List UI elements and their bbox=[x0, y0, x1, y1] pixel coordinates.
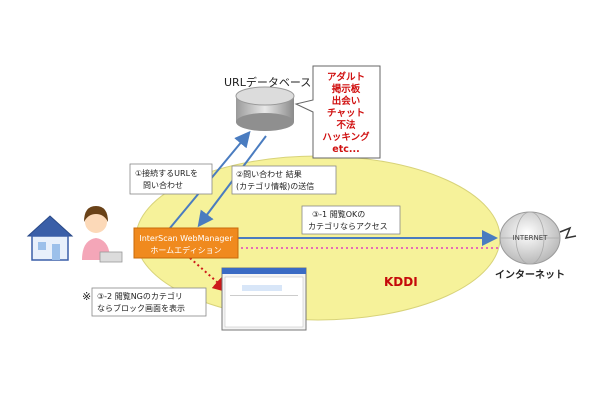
house-icon bbox=[26, 215, 74, 261]
block-screen-arrow bbox=[189, 257, 229, 293]
step3-1-box bbox=[301, 205, 401, 235]
step2-line2: (カテゴリ情報)の送信 bbox=[236, 181, 314, 191]
step3-2-box bbox=[91, 287, 207, 317]
step3-2-line2: ならブロック画面を表示 bbox=[97, 303, 185, 313]
kddi-label: KDDI bbox=[384, 275, 418, 289]
step3-2-line1: ③-2 閲覧NGのカテゴリ bbox=[97, 291, 183, 301]
categories-list: アダルト 掲示板 出会い チャット 不法 ハッキング etc... bbox=[322, 71, 370, 155]
url-database-icon bbox=[235, 86, 295, 131]
block-screen-window-icon bbox=[221, 267, 307, 331]
url-database-label: URLデータベース bbox=[224, 75, 311, 89]
category-item: 不法 bbox=[336, 119, 356, 131]
note-mark: ※ bbox=[82, 290, 91, 303]
category-item: ハッキング bbox=[322, 131, 370, 143]
product-name: InterScan WebManager bbox=[139, 234, 233, 243]
internet-globe-icon bbox=[499, 211, 577, 265]
internet-cloud-text: INTERNET bbox=[513, 234, 549, 242]
step1-line1: ①接続するURLを bbox=[135, 168, 198, 178]
step1-line2: 問い合わせ bbox=[143, 180, 183, 190]
step3-1-line2: カテゴリならアクセス bbox=[308, 221, 388, 231]
step3-1-line1: ③-1 閲覧OKの bbox=[312, 209, 365, 219]
category-item: アダルト bbox=[327, 71, 365, 83]
step1-box bbox=[129, 163, 213, 195]
user-person-icon bbox=[82, 206, 123, 263]
internet-label: インターネット bbox=[495, 269, 565, 281]
category-item: etc... bbox=[332, 144, 359, 155]
step2-line1: ②問い合わせ 結果 bbox=[236, 169, 302, 179]
product-box bbox=[133, 227, 239, 259]
step2-box bbox=[231, 165, 337, 195]
categories-bubble bbox=[294, 65, 381, 159]
category-item: チャット bbox=[327, 108, 365, 119]
product-edition: ホームエディション bbox=[150, 245, 221, 255]
category-item: 出会い bbox=[332, 95, 361, 107]
category-item: 掲示板 bbox=[332, 83, 361, 95]
